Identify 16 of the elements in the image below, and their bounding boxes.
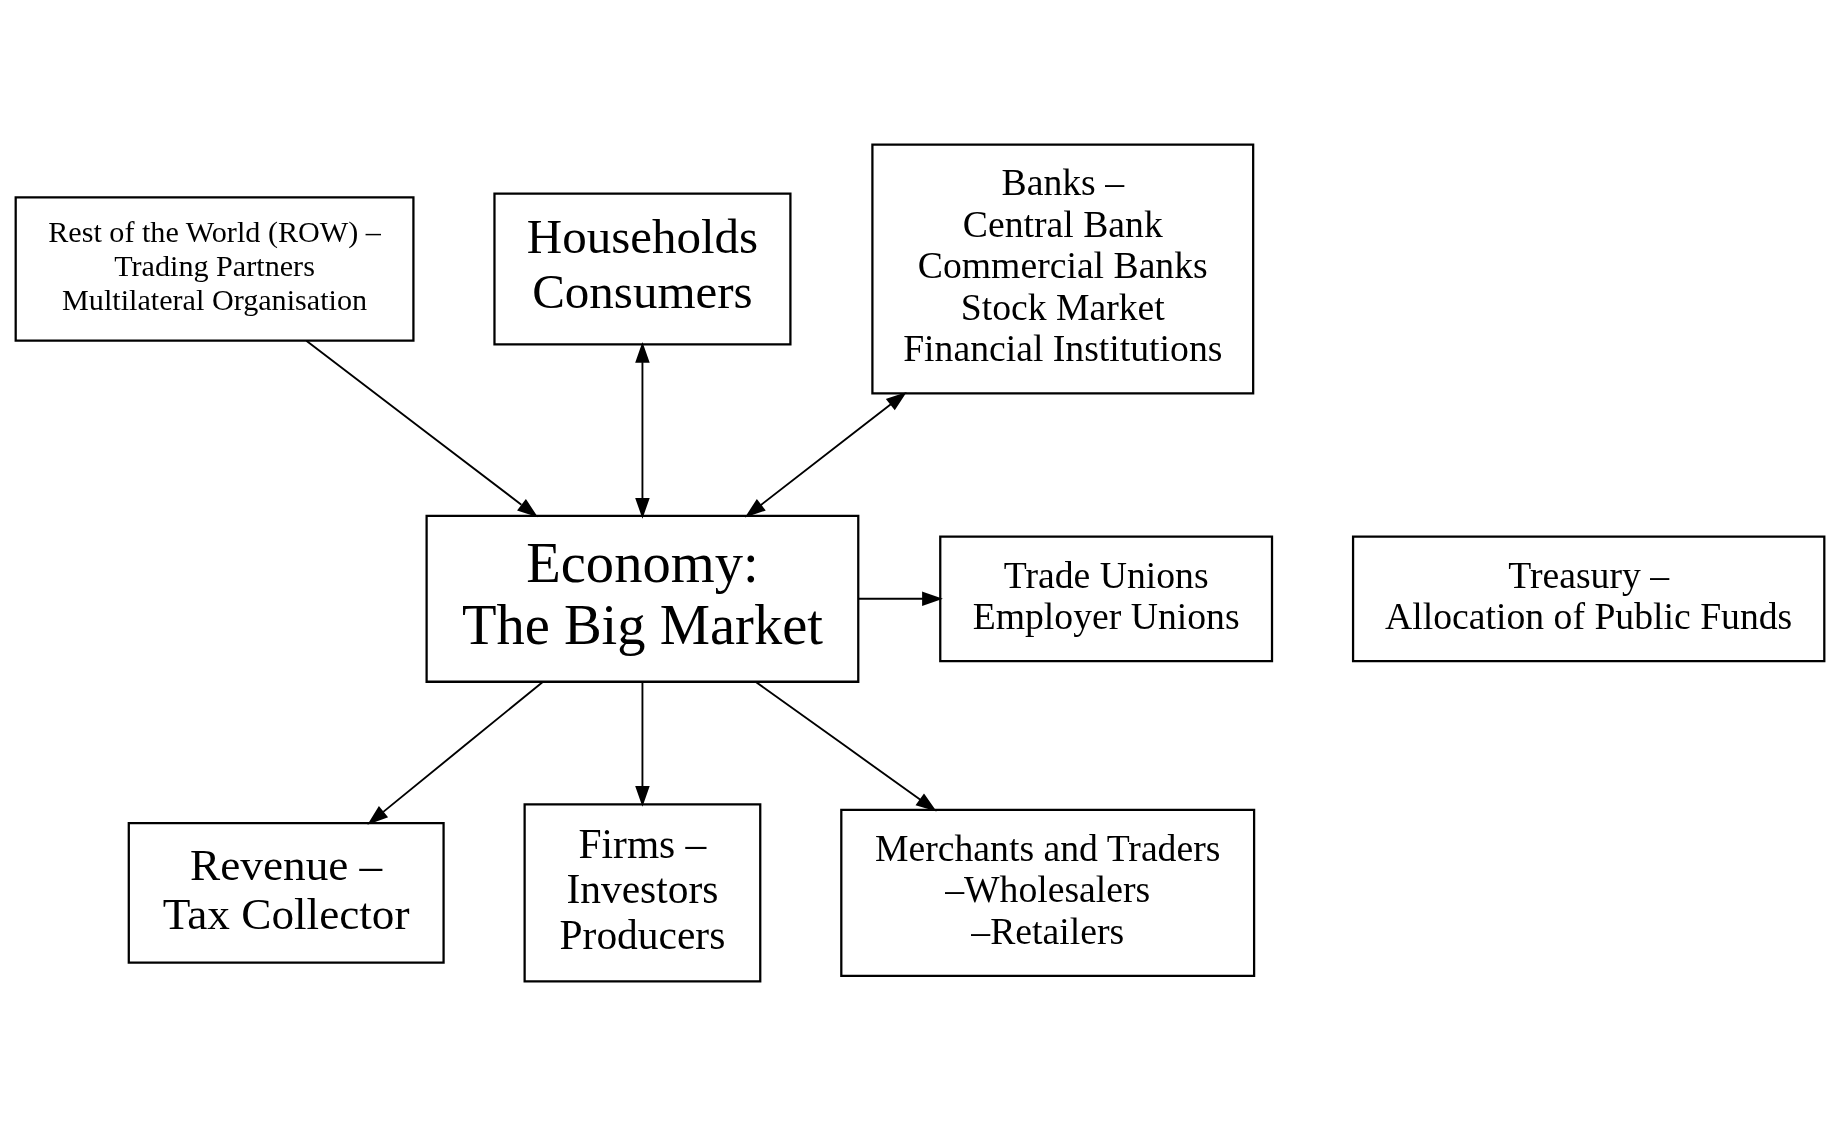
node-box: Households Consumers xyxy=(493,191,792,345)
arrow xyxy=(367,680,544,825)
node-box: Firms – Investors Producers xyxy=(523,802,762,983)
node-box: Merchants and Traders –Wholesalers –Retailers xyxy=(840,808,1256,977)
node-box: Trade Unions Employer Unions xyxy=(939,535,1274,662)
arrow xyxy=(635,341,650,519)
arrow xyxy=(857,591,943,606)
arrow xyxy=(754,680,937,811)
arrow xyxy=(744,391,907,517)
node-box: Rest of the World (ROW) – Trading Partners Multilateral Organisation xyxy=(14,195,415,342)
node-box: Revenue – Tax Collector xyxy=(127,821,445,964)
arrow xyxy=(305,339,538,517)
node-box: Banks – Central Bank Commercial Banks Stock Market Financial Institutions xyxy=(871,142,1255,394)
node-box: Economy: The Big Market xyxy=(425,514,860,683)
node-box: Treasury – Allocation of Public Funds xyxy=(1351,535,1826,662)
arrow xyxy=(635,680,650,807)
